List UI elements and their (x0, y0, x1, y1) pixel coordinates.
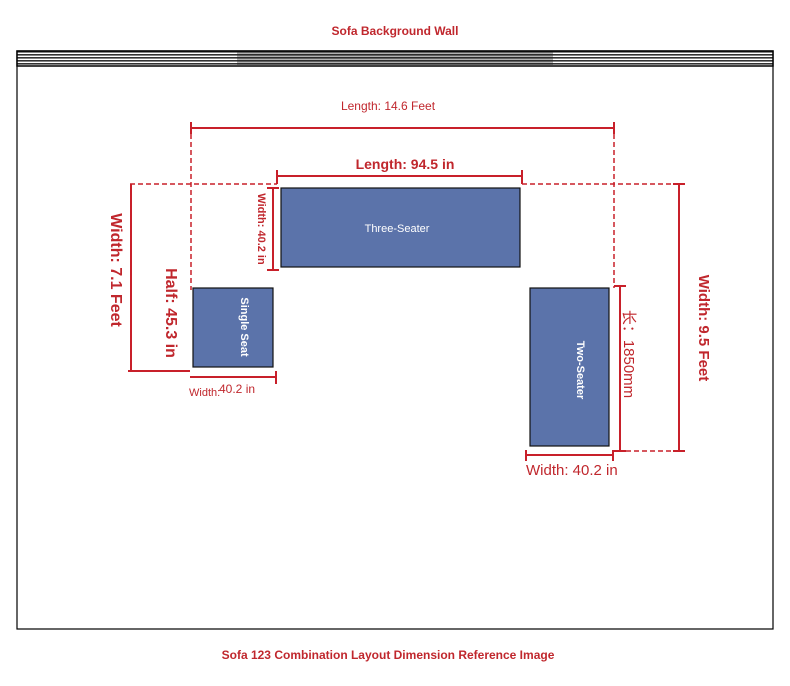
three-seater-width-line (267, 187, 279, 271)
two-seater-length-label: 长：1850mm (620, 310, 637, 398)
room-frame (16, 50, 774, 630)
single-width-line (190, 371, 277, 384)
diagram-caption: Sofa 123 Combination Layout Dimension Re… (222, 648, 555, 662)
right-width-line (673, 183, 685, 452)
left-width-label: Width: 7.1 Feet (107, 213, 124, 327)
single-seat-label: Single Seat (238, 297, 250, 357)
two-seater-label: Two-Seater (574, 341, 586, 400)
two-seater-length-line (614, 285, 680, 452)
two-seater-width-line (525, 450, 614, 461)
single-seat-sofa (192, 287, 274, 368)
two-seater-sofa (529, 287, 610, 447)
three-seater-length-label: Length: 94.5 in (356, 156, 455, 172)
wall-shade (237, 52, 553, 65)
single-width-label: Width: (189, 387, 220, 399)
three-seater-label: Three-Seater (365, 223, 430, 235)
right-width-label: Width: 9.5 Feet (695, 275, 712, 382)
three-seater-width-label: Width: 40.2 in (255, 193, 267, 265)
background-wall (16, 50, 774, 67)
three-seater-length-line (130, 170, 680, 185)
total-length-line (190, 122, 615, 290)
diagram-title: Sofa Background Wall (332, 24, 459, 38)
three-seater-sofa (280, 187, 521, 268)
half-label: Half: 45.3 in (162, 268, 179, 358)
single-width-value: 40.2 in (219, 382, 255, 396)
total-length-label: Length: 14.6 Feet (341, 99, 436, 113)
left-width-line (128, 184, 190, 372)
two-seater-width-label: Width: 40.2 in (526, 462, 618, 479)
